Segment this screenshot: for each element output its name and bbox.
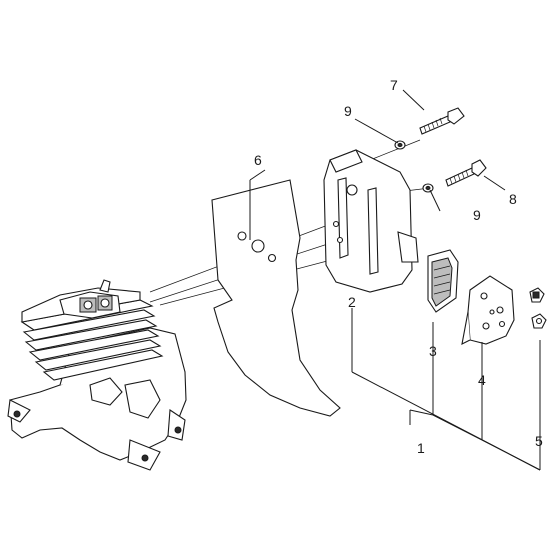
engine-cylinder (7, 279, 187, 471)
callout-4: 4 (478, 372, 486, 388)
callout-1: 1 (417, 440, 425, 456)
callout-8: 8 (509, 191, 517, 207)
heat-shield-part-6 (211, 179, 341, 417)
muffler-body-part-2 (323, 149, 419, 293)
callout-2: 2 (348, 294, 356, 310)
muffler-cover-part-4 (461, 275, 515, 345)
bolt-part-8 (445, 159, 487, 187)
callout-9-bottom: 9 (473, 207, 481, 223)
callout-6: 6 (254, 152, 262, 168)
callout-7: 7 (390, 77, 398, 93)
bolt-part-7 (419, 107, 465, 135)
callout-9-top: 9 (344, 103, 352, 119)
callout-3: 3 (429, 343, 437, 359)
spark-screen-part-3 (427, 249, 459, 313)
fasteners-part-5 (529, 287, 547, 329)
callout-5: 5 (535, 433, 543, 449)
leader-lines (249, 89, 541, 471)
